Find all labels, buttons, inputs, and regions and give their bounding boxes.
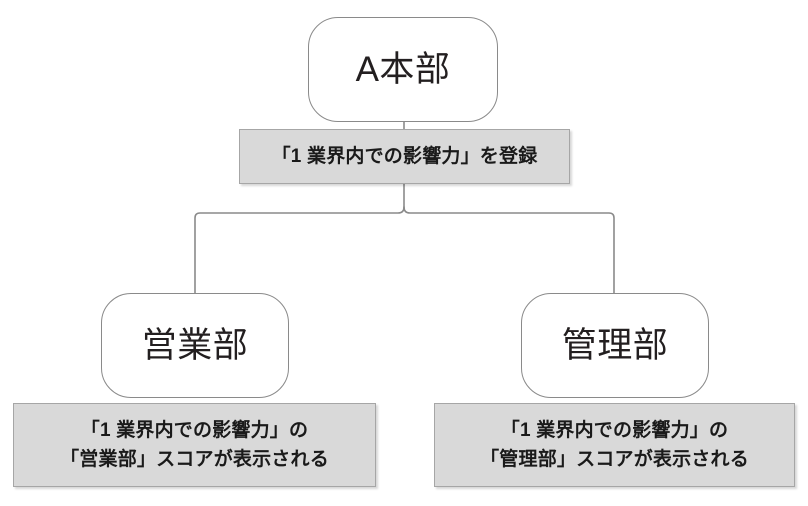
node-child-admin-label: 管理部: [561, 326, 669, 365]
node-child-sales-label: 営業部: [141, 326, 249, 365]
node-child-admin[interactable]: 管理部: [521, 293, 709, 398]
note-score-sales: 「1 業界内での影響力」の 「営業部」スコアが表示される: [13, 403, 376, 487]
connector-bus-left: [194, 206, 405, 294]
note-register: 「1 業界内での影響力」を登録: [239, 129, 570, 184]
node-root-label: A本部: [355, 50, 451, 89]
connector-bus-right: [403, 206, 615, 294]
node-root[interactable]: A本部: [308, 17, 498, 122]
note-score-sales-text: 「1 業界内での影響力」の 「営業部」スコアが表示される: [60, 419, 329, 470]
note-register-text: 「1 業界内での影響力」を登録: [271, 145, 538, 167]
note-score-admin-text: 「1 業界内での影響力」の 「管理部」スコアが表示される: [480, 419, 749, 470]
note-score-admin: 「1 業界内での影響力」の 「管理部」スコアが表示される: [434, 403, 795, 487]
node-child-sales[interactable]: 営業部: [101, 293, 289, 398]
